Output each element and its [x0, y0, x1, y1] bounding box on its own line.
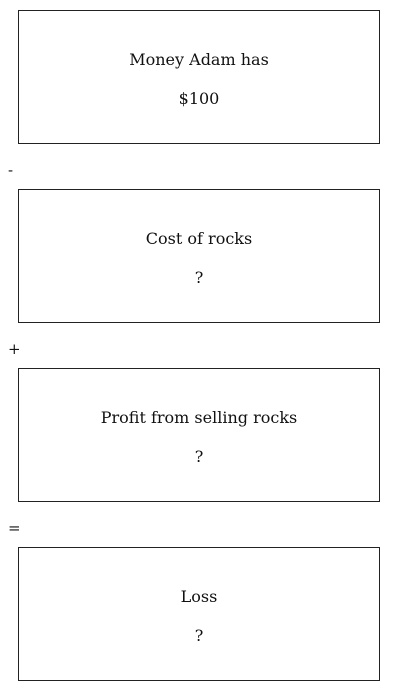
loss-box: Loss ? [18, 547, 380, 681]
cost-of-rocks-value: ? [194, 268, 204, 287]
profit-from-selling-rocks-value: ? [194, 447, 204, 466]
profit-from-selling-rocks-box: Profit from selling rocks ? [18, 368, 380, 502]
money-adam-has-value: $100 [178, 89, 220, 108]
loss-value: ? [194, 626, 204, 645]
profit-from-selling-rocks-label: Profit from selling rocks [100, 408, 298, 427]
loss-label: Loss [180, 587, 218, 606]
minus-operator: - [8, 161, 14, 179]
money-adam-has-box: Money Adam has $100 [18, 10, 380, 144]
money-adam-has-label: Money Adam has [129, 50, 269, 69]
cost-of-rocks-box: Cost of rocks ? [18, 189, 380, 323]
plus-operator: + [8, 340, 21, 358]
cost-of-rocks-label: Cost of rocks [145, 229, 253, 248]
equals-operator: = [8, 519, 21, 537]
